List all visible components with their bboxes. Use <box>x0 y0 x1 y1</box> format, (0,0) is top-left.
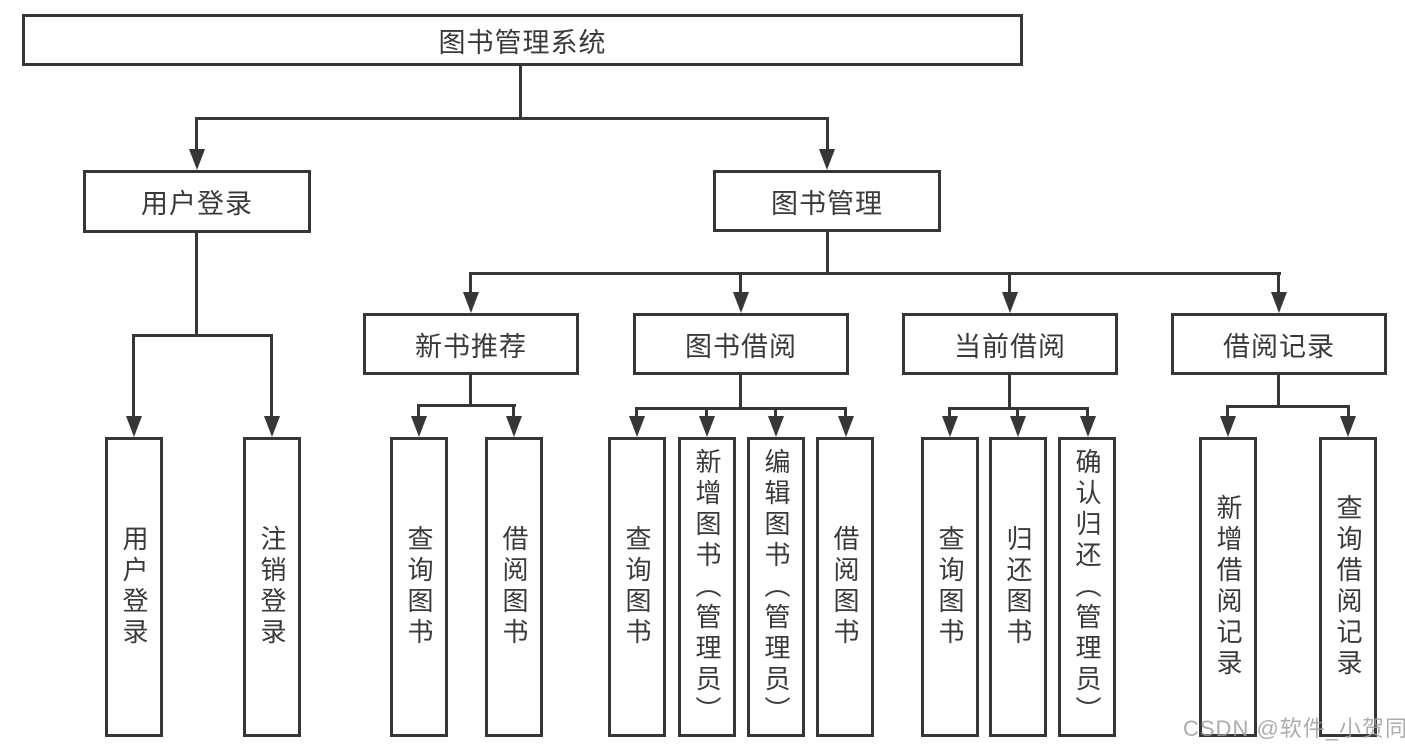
arrowhead-bb-borrow <box>838 416 854 437</box>
arrowhead-bb-query <box>629 416 645 437</box>
connector-drop-br-add <box>1226 405 1229 422</box>
arrowhead-br-add <box>1220 416 1236 437</box>
connector-drop-bb-query <box>635 407 638 422</box>
connector-book-management-drop <box>826 232 829 274</box>
leaf-cb-confirm-return-admin: 确认归还（管理员） <box>1058 437 1116 737</box>
arrowhead-borrow-records <box>1271 292 1287 313</box>
node-current-borrow: 当前借阅 <box>902 313 1118 375</box>
node-borrow-records: 借阅记录 <box>1171 313 1387 375</box>
arrowhead-bb-add <box>699 416 715 437</box>
arrowhead-cb-return <box>1010 416 1026 437</box>
connector-borrow-records-drop <box>1277 375 1280 408</box>
connector-drop-nb-query <box>417 404 420 422</box>
arrowhead-br-query <box>1340 416 1356 437</box>
connector-level2-bus <box>195 117 829 120</box>
connector-drop-borrow-records <box>1277 272 1280 296</box>
leaf-cb-return-books: 归还图书 <box>989 437 1047 737</box>
connector-drop-bb-borrow <box>844 407 847 422</box>
connector-drop-cb-query <box>948 407 951 422</box>
leaf-bb-edit-books-admin: 编辑图书（管理员） <box>747 437 805 737</box>
arrowhead-cb-confirm <box>1080 416 1096 437</box>
connector-drop-new-book <box>469 272 472 296</box>
arrowhead-user-login <box>189 149 205 170</box>
watermark: CSDN @软件_小贺同学 <box>1183 716 1405 741</box>
connector-borrow-records-bus <box>1226 405 1350 408</box>
node-new-book-recommend: 新书推荐 <box>363 313 579 375</box>
arrowhead-nb-borrow <box>506 416 522 437</box>
leaf-bb-query-books: 查询图书 <box>608 437 666 737</box>
connector-drop-leaf-login <box>132 334 135 422</box>
arrowhead-leaf-logout <box>264 416 280 437</box>
node-user-login: 用户登录 <box>83 170 311 233</box>
leaf-br-add-record: 新增借阅记录 <box>1199 437 1257 737</box>
connector-drop-leaf-logout <box>270 334 273 422</box>
arrowhead-leaf-login <box>126 416 142 437</box>
connector-user-login-drop <box>195 233 198 337</box>
arrowhead-nb-query <box>411 416 427 437</box>
arrowhead-new-book <box>463 292 479 313</box>
leaf-user-login: 用户登录 <box>105 437 163 737</box>
node-root-library-system: 图书管理系统 <box>22 14 1023 66</box>
leaf-cb-query-books: 查询图书 <box>921 437 979 737</box>
connector-book-borrow-bus <box>635 407 847 410</box>
connector-drop-book-management <box>826 117 829 153</box>
connector-drop-cb-return <box>1016 407 1019 422</box>
leaf-bb-borrow-books: 借阅图书 <box>816 437 874 737</box>
arrowhead-current-borrow <box>1002 292 1018 313</box>
arrowhead-book-borrow <box>733 292 749 313</box>
connector-new-book-drop <box>469 374 472 407</box>
connector-new-book-bus <box>417 404 516 407</box>
arrowhead-cb-query <box>942 416 958 437</box>
connector-drop-book-borrow <box>739 272 742 296</box>
connector-root-drop <box>519 66 522 118</box>
leaf-nb-borrow-books: 借阅图书 <box>485 437 543 737</box>
connector-drop-br-query <box>1347 405 1350 422</box>
connector-drop-nb-borrow <box>512 404 515 422</box>
connector-drop-cb-confirm <box>1086 407 1089 422</box>
node-book-management: 图书管理 <box>713 170 941 232</box>
connector-drop-user-login <box>195 117 198 153</box>
arrowhead-bb-edit <box>768 416 784 437</box>
connector-drop-current-borrow <box>1008 272 1011 296</box>
connector-level3-bus <box>469 272 1281 275</box>
leaf-logout: 注销登录 <box>243 437 301 737</box>
leaf-br-query-record: 查询借阅记录 <box>1319 437 1377 737</box>
leaf-bb-add-books-admin: 新增图书（管理员） <box>678 437 736 737</box>
connector-book-borrow-drop <box>739 375 742 410</box>
leaf-nb-query-books: 查询图书 <box>390 437 448 737</box>
node-book-borrow: 图书借阅 <box>633 313 849 375</box>
connector-drop-bb-add <box>705 407 708 422</box>
connector-current-borrow-drop <box>1008 375 1011 410</box>
connector-user-login-bus <box>132 334 273 337</box>
arrowhead-book-management <box>819 149 835 170</box>
connector-drop-bb-edit <box>774 407 777 422</box>
